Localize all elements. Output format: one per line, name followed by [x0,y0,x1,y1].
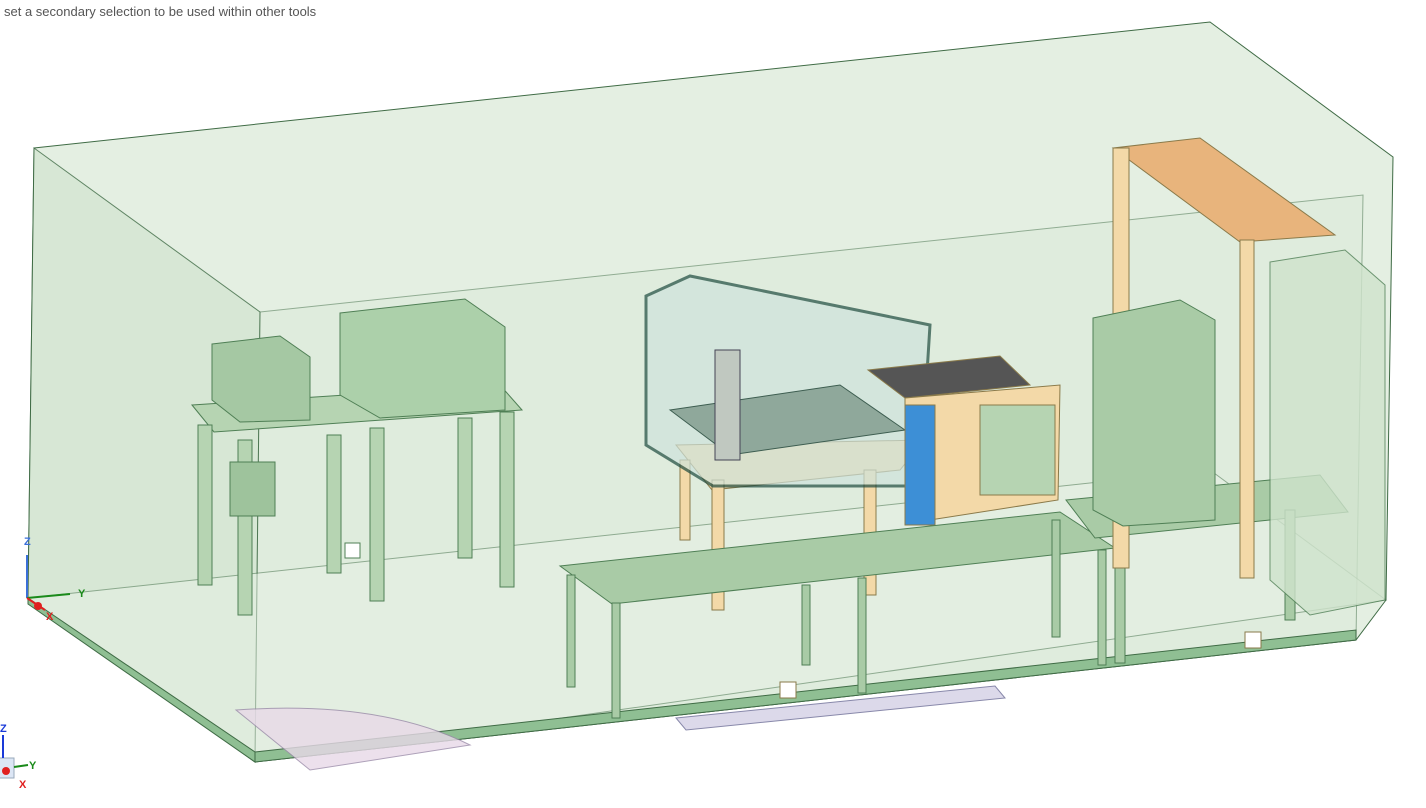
door-swing [234,685,1006,771]
status-hint: set a secondary selection to be used wit… [4,4,317,19]
drawer-cabinet [866,355,1061,526]
z-axis-label: Z [24,536,31,548]
triad-x-label: X [19,779,27,791]
triad-z-label: Z [0,723,7,735]
y-axis-label: Y [78,588,86,600]
left-workbench [190,298,524,616]
cnc-enclosure [644,274,932,611]
shelving-unit [779,137,1386,699]
axis-triad-origin: Z Y X [24,536,86,623]
triad-y-label: Y [29,760,37,772]
x-axis-label: X [46,611,54,623]
view-orientation-triad[interactable]: Z Y X [0,723,37,791]
